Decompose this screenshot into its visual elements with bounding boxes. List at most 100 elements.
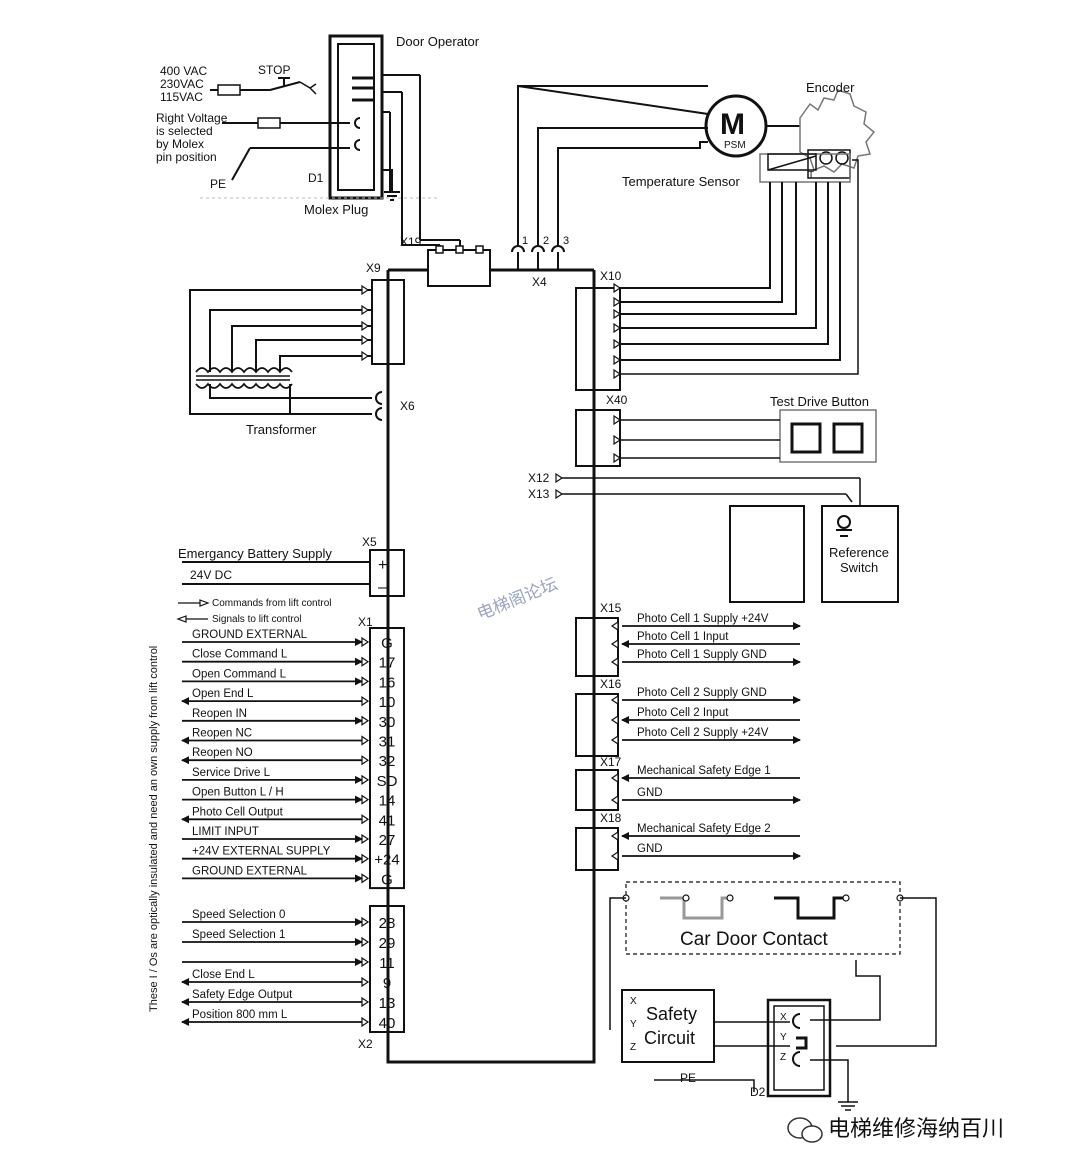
x1-signal-label: LIMIT INPUT: [192, 826, 259, 838]
io-signal-label: Photo Cell 1 Supply GND: [637, 649, 767, 661]
x2-box: [369, 905, 405, 1033]
safety-circuit-line1: Safety: [646, 1004, 697, 1024]
x2-signal-label: Speed Selection 1: [192, 929, 285, 941]
x4-pins: [511, 245, 565, 270]
x9-pins: [361, 284, 370, 362]
x1-pin-marker: [361, 676, 370, 687]
d2-y: Y: [780, 1032, 787, 1043]
io-pin-marker: [610, 638, 619, 650]
io-block-box: [575, 769, 619, 811]
vertical-note: These I / Os are optically insulated and…: [148, 646, 160, 1012]
io-pin-marker: [610, 772, 619, 784]
stop-label: STOP: [258, 63, 290, 77]
x10-label: X10: [600, 269, 622, 283]
sc-y: Y: [630, 1019, 637, 1030]
x1-pin-number: 16: [379, 674, 396, 691]
io-pin-marker: [610, 830, 619, 842]
d2-z: Z: [780, 1052, 786, 1063]
x19-label: X19: [400, 235, 422, 249]
io-pin-marker: [610, 694, 619, 706]
x2-signal-label: Safety Edge Output: [192, 989, 293, 1001]
x2-signal-label: Speed Selection 0: [192, 909, 285, 921]
x1-label: X1: [358, 615, 373, 629]
x1-pin-number: G: [381, 871, 393, 888]
motor-labels: M PSM Encoder Temperature Sensor T: [622, 80, 855, 189]
x2-pin-marker: [361, 996, 370, 1008]
molex-plug-label: Molex Plug: [304, 202, 368, 217]
encoder-label: Encoder: [806, 80, 855, 95]
io-block-box: [575, 693, 619, 757]
pe-label-bottom: PE: [680, 1071, 696, 1085]
legend-signals: Signals to lift control: [212, 614, 302, 625]
x4-label: X4: [532, 275, 547, 289]
emergency-battery-label: Emergancy Battery Supply: [178, 546, 332, 561]
x9-label: X9: [366, 261, 381, 275]
x1-pin-number: 32: [379, 753, 396, 770]
car-door-section: [609, 881, 937, 1111]
motor-type: PSM: [724, 140, 746, 151]
x1-pin-number: 14: [379, 793, 396, 810]
x2-pin-number: 40: [379, 1015, 396, 1032]
x1-signal-label: Close Command L: [192, 649, 288, 661]
wechat-icon: [787, 1117, 823, 1143]
x1-pin-number: SD: [377, 773, 398, 790]
x5-minus: –: [378, 579, 387, 596]
io-signal-label: Photo Cell 2 Supply +24V: [637, 727, 769, 739]
x2-pin-number: 11: [379, 955, 395, 972]
x1-signal-label: Service Drive L: [192, 767, 271, 779]
reference-switch-line2: Switch: [840, 560, 878, 575]
x2-pin-number: 13: [379, 995, 396, 1012]
io-signal-label: Mechanical Safety Edge 1: [637, 765, 771, 777]
io-pin-marker: [610, 850, 619, 862]
x2-pin-marker: [361, 936, 370, 948]
sc-z: Z: [630, 1042, 636, 1053]
x1-pin-marker: [361, 656, 370, 667]
sc-x: X: [630, 996, 637, 1007]
x1-pin-number: 10: [379, 694, 396, 711]
transformer-label: Transformer: [246, 422, 317, 437]
test-drive-label: Test Drive Button: [770, 394, 869, 409]
io-signal-label: Photo Cell 1 Supply +24V: [637, 613, 769, 625]
door-operator-label: Door Operator: [396, 34, 480, 49]
t-label: T: [808, 170, 814, 181]
x1-box: [369, 627, 405, 890]
x2-pin-marker: [361, 916, 370, 928]
x1-signal-label: Open End L: [192, 688, 254, 700]
x4-pin1: 1: [522, 235, 528, 247]
io-pin-marker: [610, 620, 619, 632]
x1-signal-label: Photo Cell Output: [192, 806, 284, 818]
io-block-box: [575, 617, 619, 677]
io-signal-label: GND: [637, 787, 663, 799]
d2-label: D2: [750, 1085, 766, 1099]
car-door-labels: Car Door Contact Safety Circuit X Y Z X …: [630, 929, 829, 1099]
x1-pin-marker: [361, 735, 370, 746]
x40-label: X40: [606, 393, 628, 407]
x2-pin-marker: [361, 976, 370, 988]
door-operator-section: [210, 34, 461, 250]
pe-label-top: PE: [210, 177, 226, 191]
right-voltage-line2: is selected: [156, 124, 213, 138]
x4-pin3: 3: [563, 235, 569, 247]
x2-pin-number: 29: [379, 935, 396, 952]
x1-signal-label: +24V EXTERNAL SUPPLY: [192, 846, 331, 858]
door-operator-labels: Door Operator 400 VAC 230VAC 115VAC STOP…: [156, 34, 480, 217]
x1-pin-marker: [361, 636, 370, 648]
x1-pin-number: G: [381, 635, 393, 652]
x1-signal-label: Reopen NC: [192, 728, 252, 740]
voltage-400: 400 VAC: [160, 64, 207, 78]
safety-circuit-line2: Circuit: [644, 1028, 695, 1048]
right-upper-labels: Test Drive Button Reference Switch: [770, 394, 889, 575]
x13-label: X13: [528, 487, 550, 501]
x1-pin-marker: [361, 853, 370, 864]
x1-pin-marker: [361, 833, 370, 845]
reference-switch-line1: Reference: [829, 545, 889, 560]
io-signal-label: Photo Cell 2 Input: [637, 707, 729, 719]
d1-label: D1: [308, 171, 324, 185]
voltage-115: 115VAC: [160, 90, 203, 104]
x1-pin-marker: [361, 873, 370, 884]
x1-signal-label: Open Command L: [192, 668, 287, 680]
x4-pin2: 2: [543, 235, 549, 247]
x1-signal-label: GROUND EXTERNAL: [192, 865, 308, 877]
